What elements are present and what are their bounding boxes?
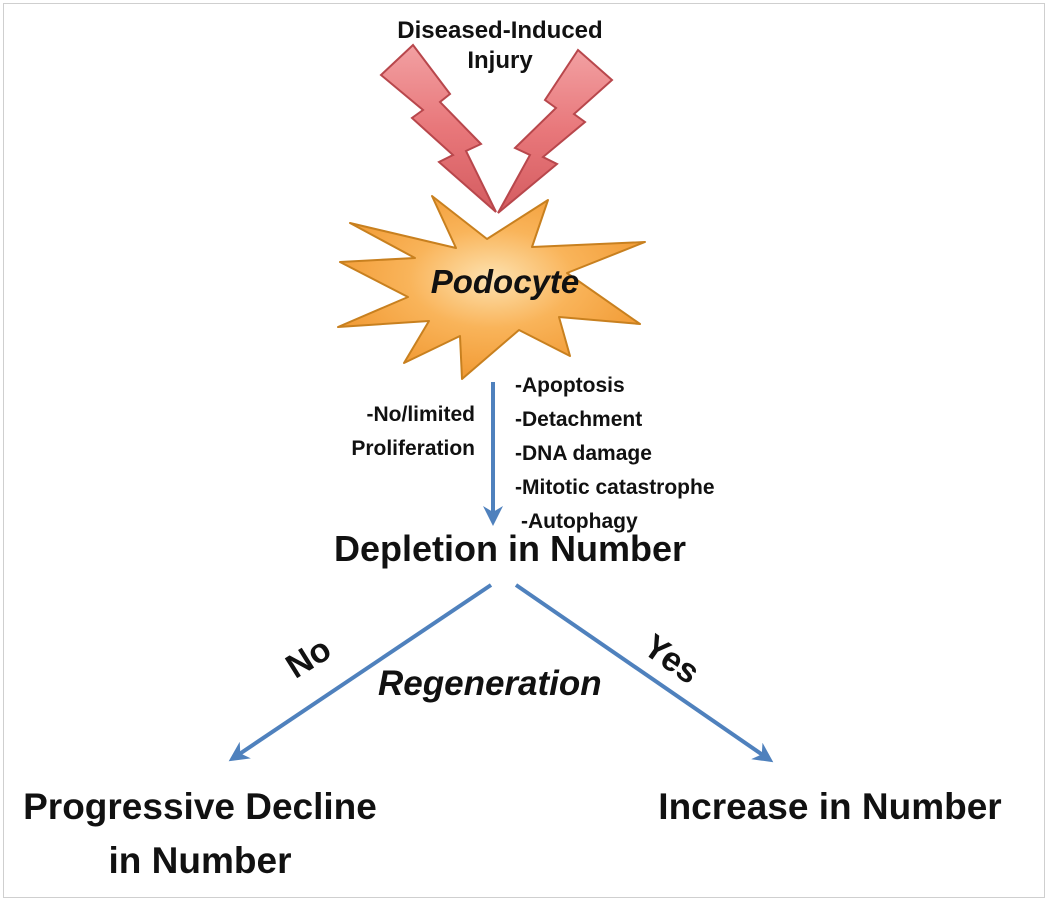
injury-label: Diseased-Induced Injury xyxy=(330,16,670,76)
right-lightning-bolt-icon xyxy=(497,48,614,214)
regeneration-label: Regeneration xyxy=(378,664,602,703)
mechanism-item: -DNA damage xyxy=(515,442,652,465)
depletion-label: Depletion in Number xyxy=(333,528,687,569)
proliferation-line2: Proliferation xyxy=(351,437,475,460)
yes-branch-arrow xyxy=(514,583,774,763)
mechanism-item: -Detachment xyxy=(515,408,643,431)
mechanism-item: -Apoptosis xyxy=(515,374,625,397)
proliferation-line1: -No/limited xyxy=(366,403,476,426)
decline-line2: in Number xyxy=(108,840,292,881)
mechanism-item: -Mitotic catastrophe xyxy=(515,476,715,499)
podocyte-starburst xyxy=(337,195,646,380)
left-lightning-bolt-icon xyxy=(379,43,497,213)
podocyte-label: Podocyte xyxy=(430,263,580,300)
outcome-decline: Progressive Decline in Number xyxy=(0,780,400,888)
injury-line1: Diseased-Induced xyxy=(397,17,603,44)
figure-frame xyxy=(3,3,1045,898)
decline-line1: Progressive Decline xyxy=(23,786,377,827)
mechanism-item: -Autophagy xyxy=(521,510,638,533)
injury-line2: Injury xyxy=(467,47,533,74)
no-branch-arrow xyxy=(228,583,493,762)
proliferation-label: -No/limited Proliferation xyxy=(300,398,475,466)
outcome-increase: Increase in Number xyxy=(658,786,1002,827)
mechanism-list: -Apoptosis -Detachment -DNA damage -Mito… xyxy=(515,369,715,539)
